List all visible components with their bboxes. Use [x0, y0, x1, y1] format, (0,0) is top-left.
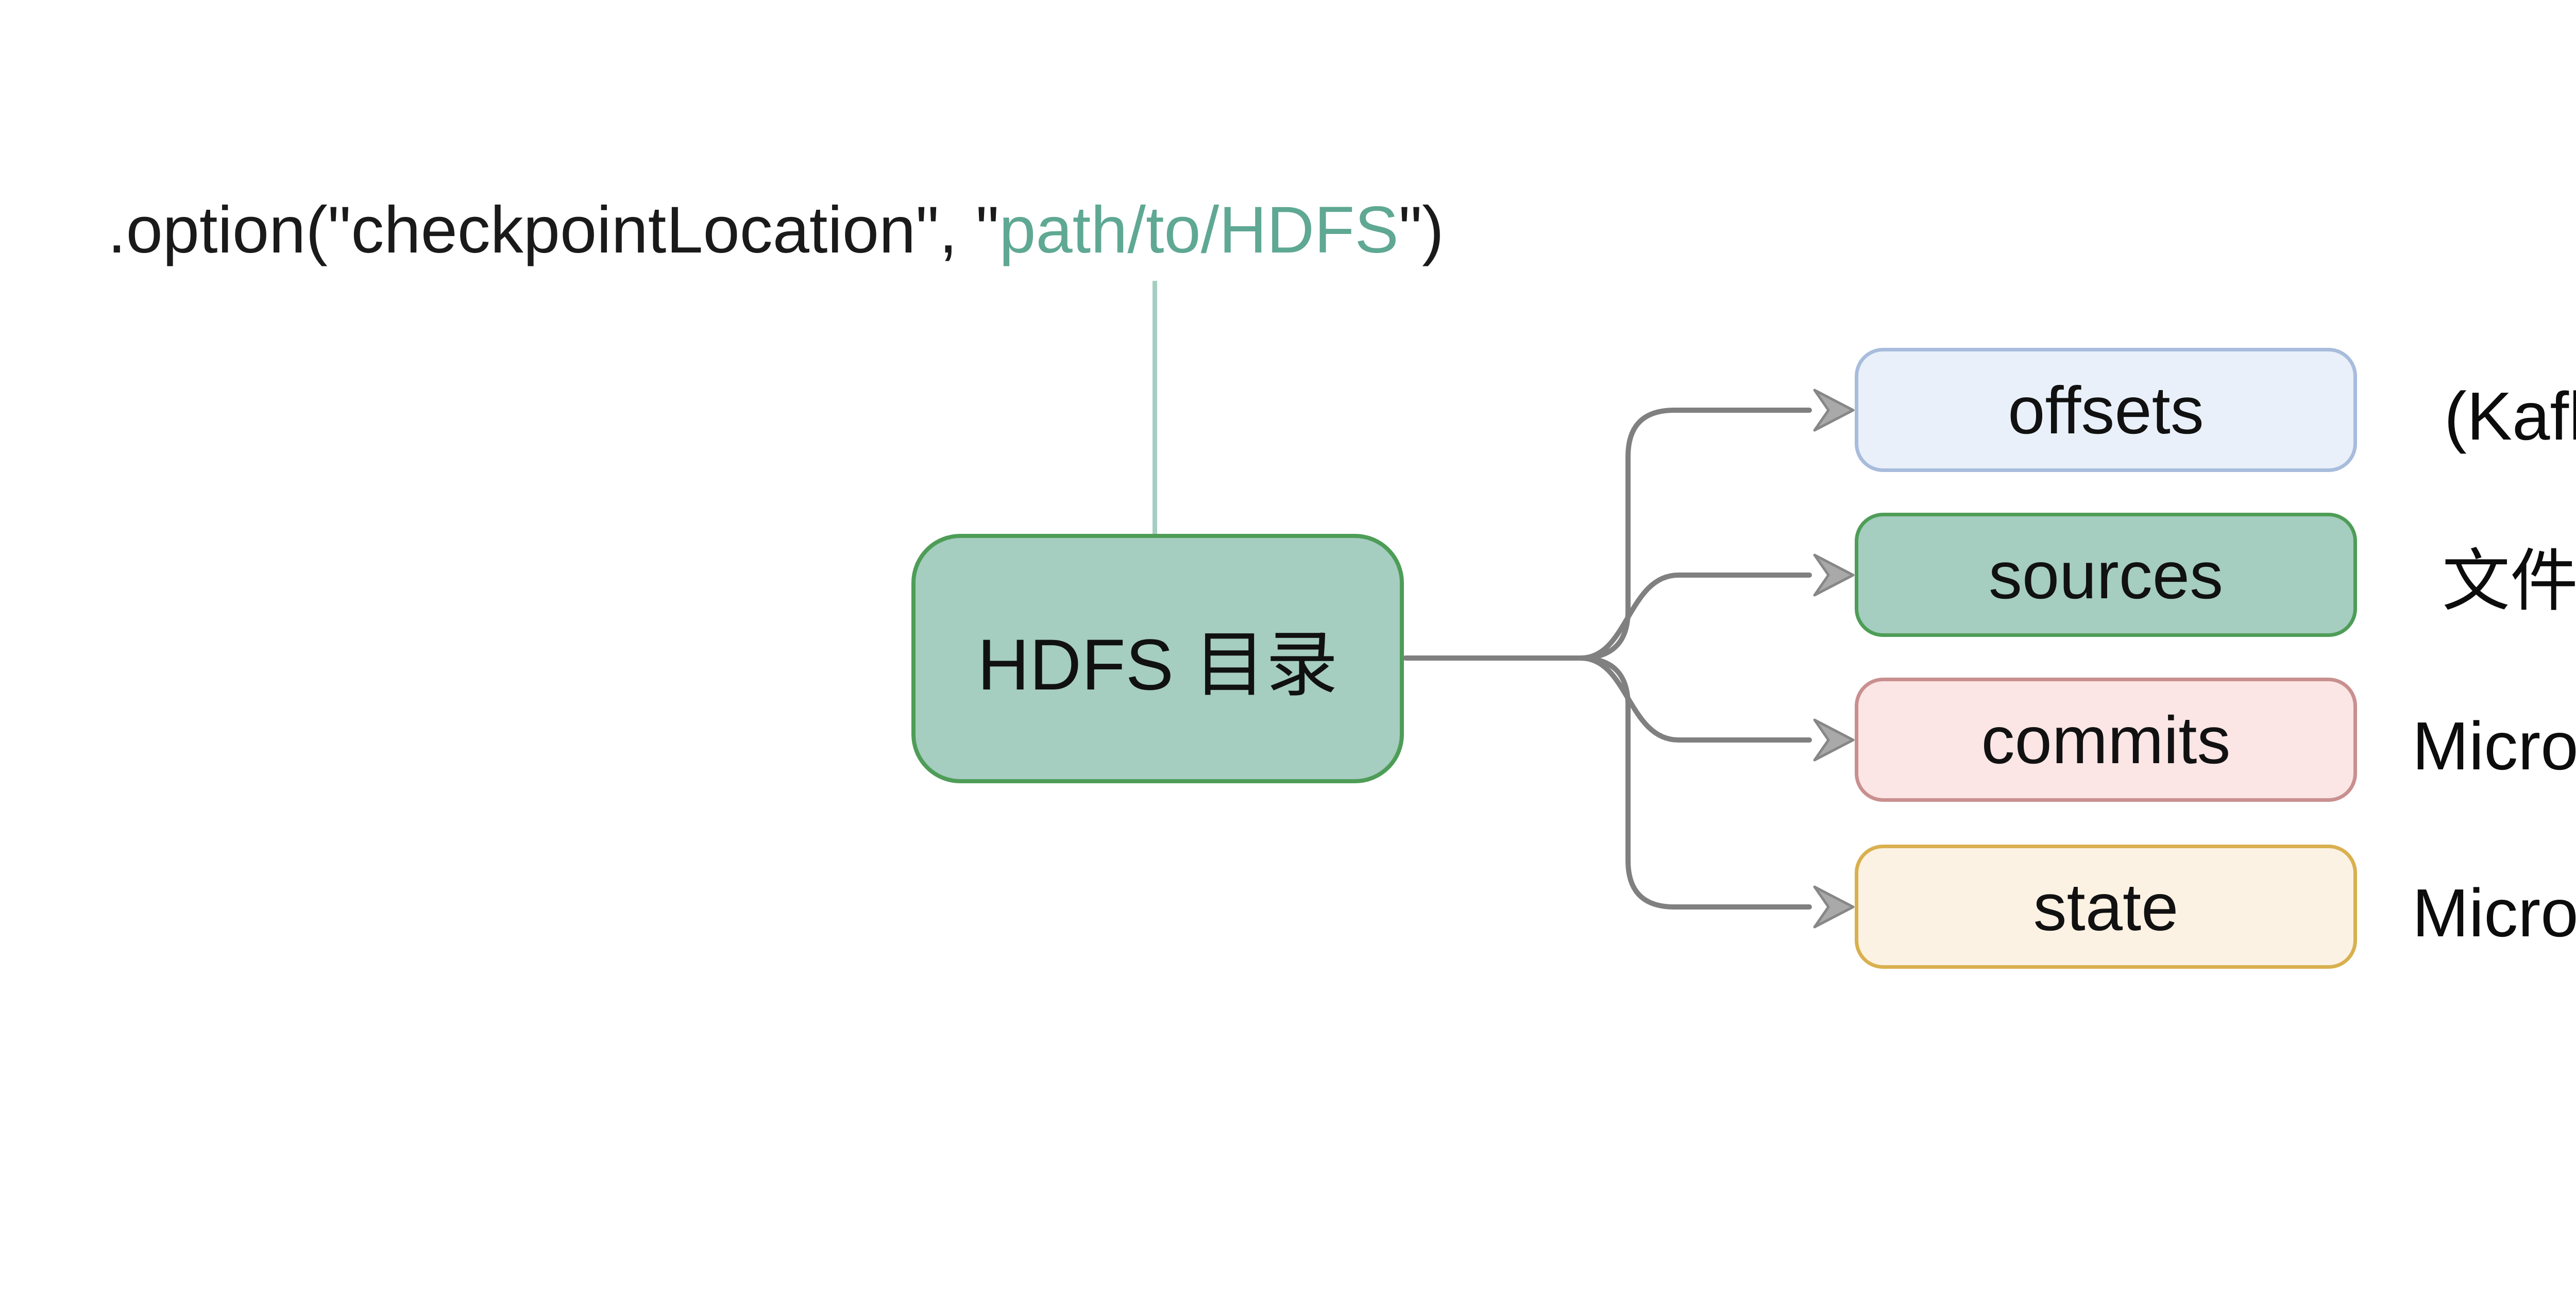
branch-state: [1578, 655, 1812, 910]
offsets-node: offsets: [1855, 348, 2357, 472]
sources-annotation: 文件流元信息(文件名、类型等): [2442, 543, 2576, 619]
code-suffix: "): [1398, 193, 1444, 267]
arrowhead-state: [1813, 885, 1855, 929]
commits-label: commits: [1981, 702, 2231, 778]
hdfs-directory-node: HDFS 目录: [911, 534, 1404, 783]
code-prefix: .option("checkpointLocation", ": [108, 193, 999, 267]
hdfs-directory-label: HDFS 目录: [977, 624, 1338, 705]
code-to-hdfs-connector: [1153, 281, 1157, 534]
offsets-label: offsets: [2008, 372, 2204, 448]
code-snippet: .option("checkpointLocation", "path/to/H…: [108, 187, 1444, 274]
commits-annotation: Micro-batch交付到Sink的状态记录: [2412, 708, 2576, 784]
state-label: state: [2033, 869, 2179, 945]
state-node: state: [1855, 845, 2357, 969]
branch-offsets: [1578, 408, 1812, 661]
commits-node: commits: [1855, 678, 2357, 802]
sources-label: sources: [1988, 537, 2224, 613]
sources-node: sources: [1855, 513, 2357, 637]
offsets-annotation: (Kafka)消息的偏移地址: [2444, 378, 2576, 454]
arrowhead-offsets: [1813, 389, 1855, 432]
state-annotation: Micro-batch处理过程中的中间状态: [2412, 874, 2576, 951]
arrowhead-sources: [1813, 553, 1855, 597]
code-highlight-path: path/to/HDFS: [999, 193, 1399, 267]
arrowhead-commits: [1813, 718, 1855, 762]
branch-sources: [1578, 573, 1812, 661]
